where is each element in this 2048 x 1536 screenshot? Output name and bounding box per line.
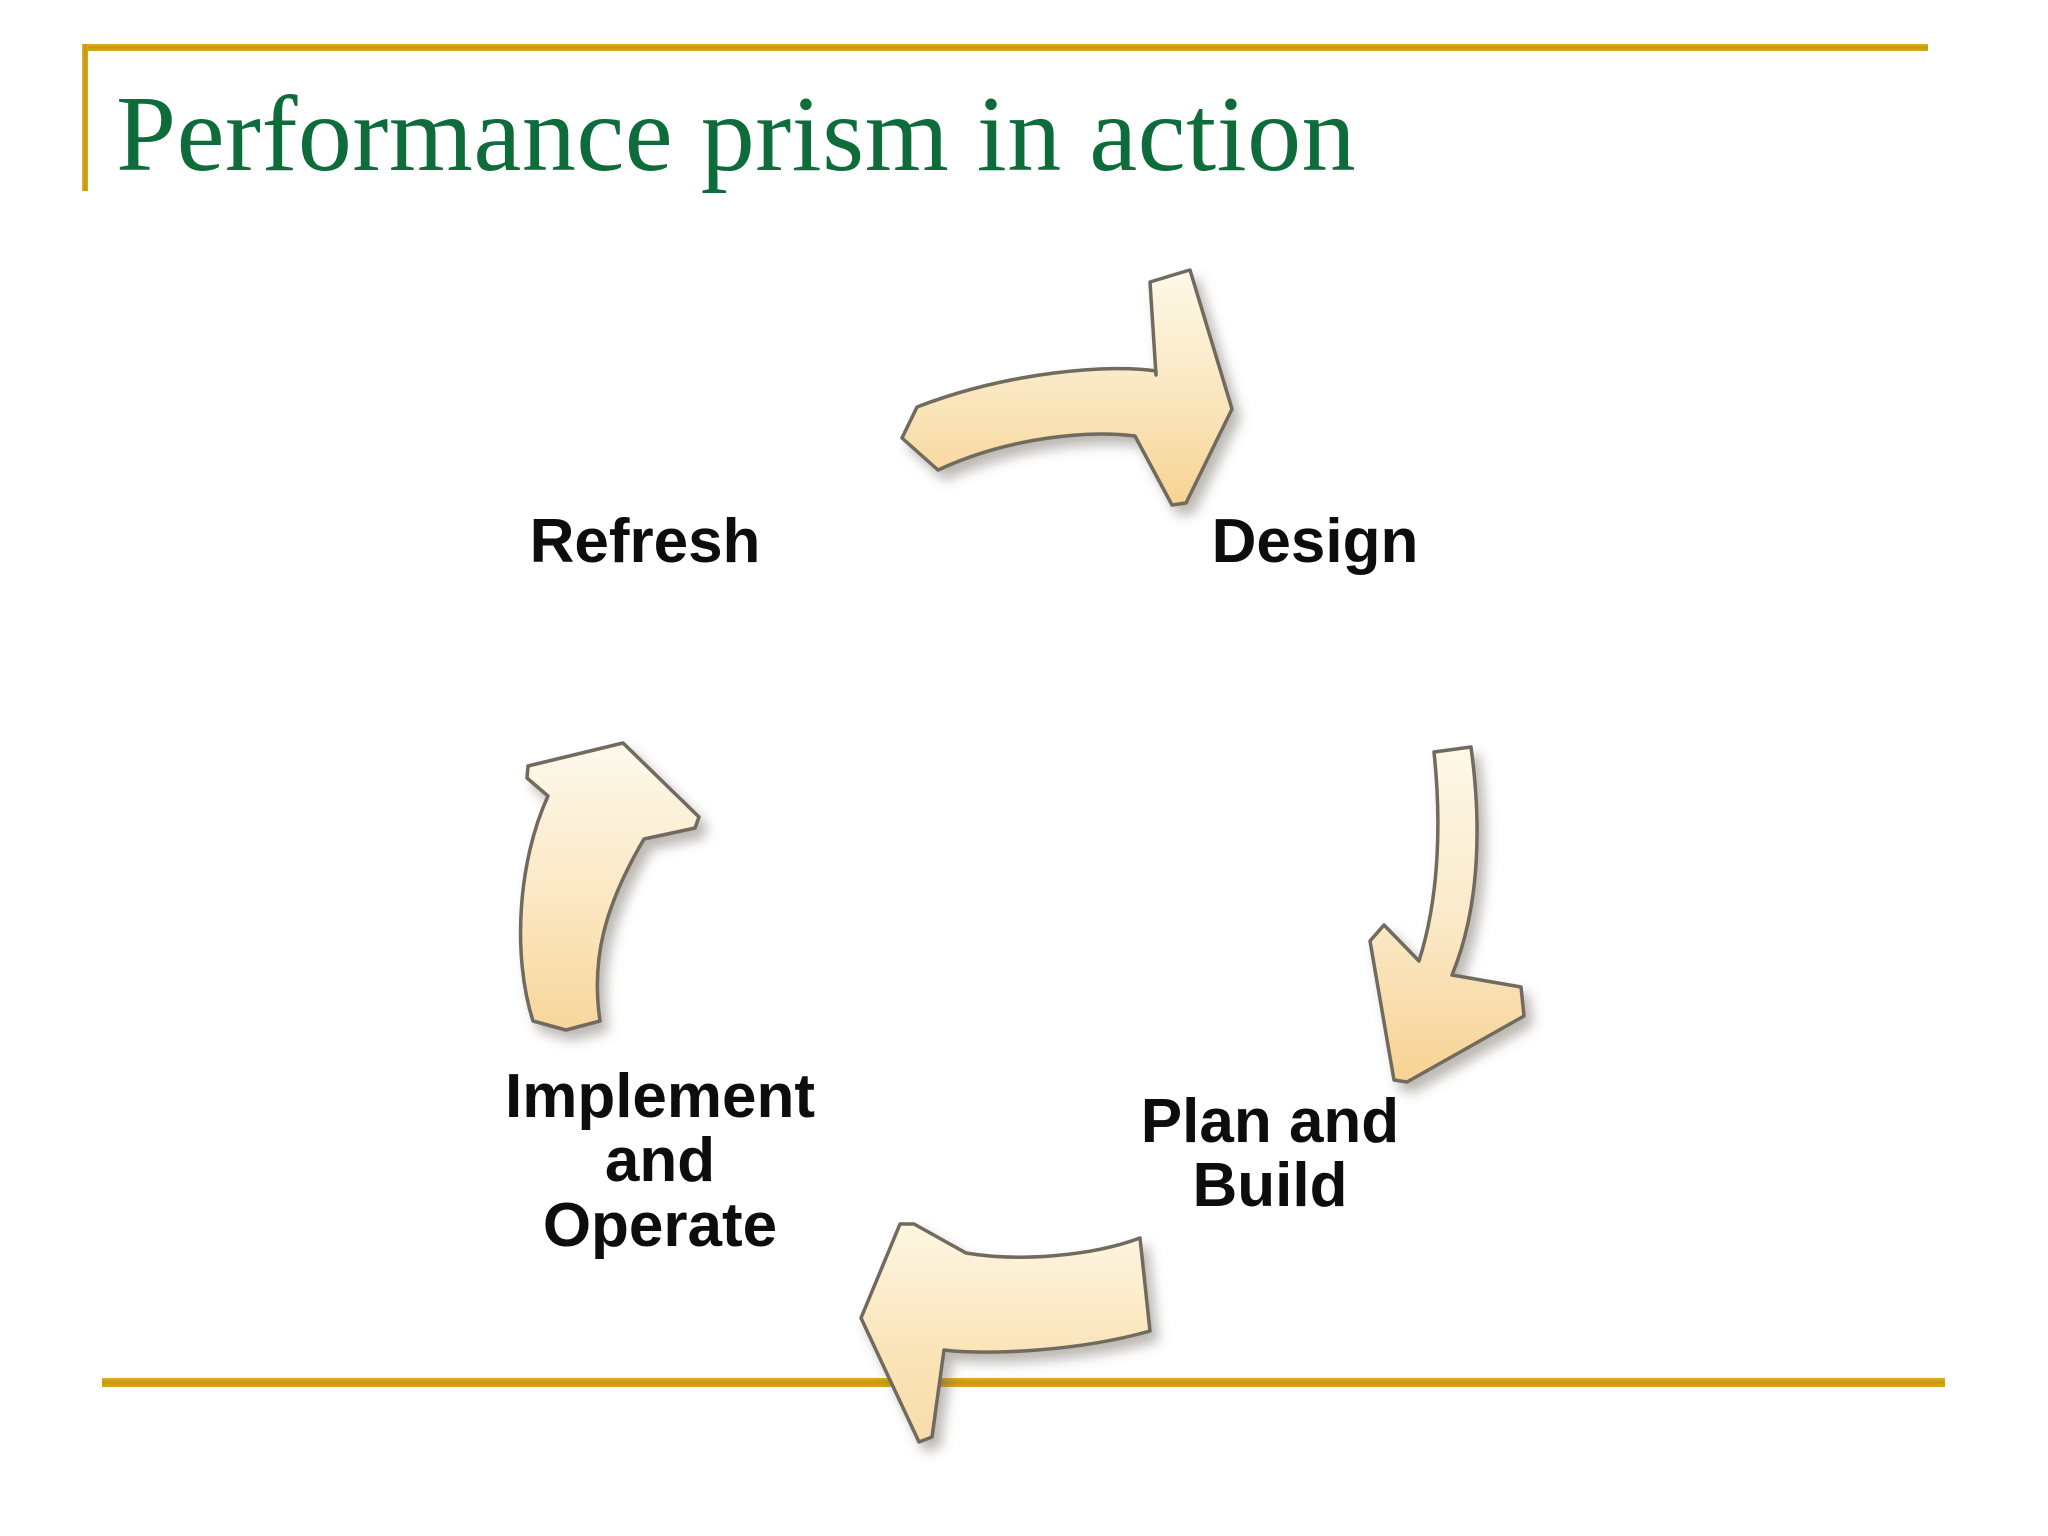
page-title: Performance prism in action <box>116 75 1357 194</box>
curved-arrow-down-icon <box>1368 745 1526 1084</box>
title-rule-top <box>82 44 1928 51</box>
curved-arrow-right-icon <box>900 268 1234 507</box>
cycle-node-refresh: Refresh <box>529 507 761 576</box>
footer-rule-bottom <box>102 1378 1945 1387</box>
curved-arrow-up-icon <box>518 741 701 1032</box>
title-rule-left <box>82 44 88 191</box>
cycle-node-plan-and-build: Plan and Build <box>1140 1087 1400 1221</box>
cycle-node-implement-and-operate: Implement and Operate <box>504 1062 816 1260</box>
curved-arrow-left-icon <box>859 1222 1152 1444</box>
cycle-node-design: Design <box>1211 507 1419 576</box>
